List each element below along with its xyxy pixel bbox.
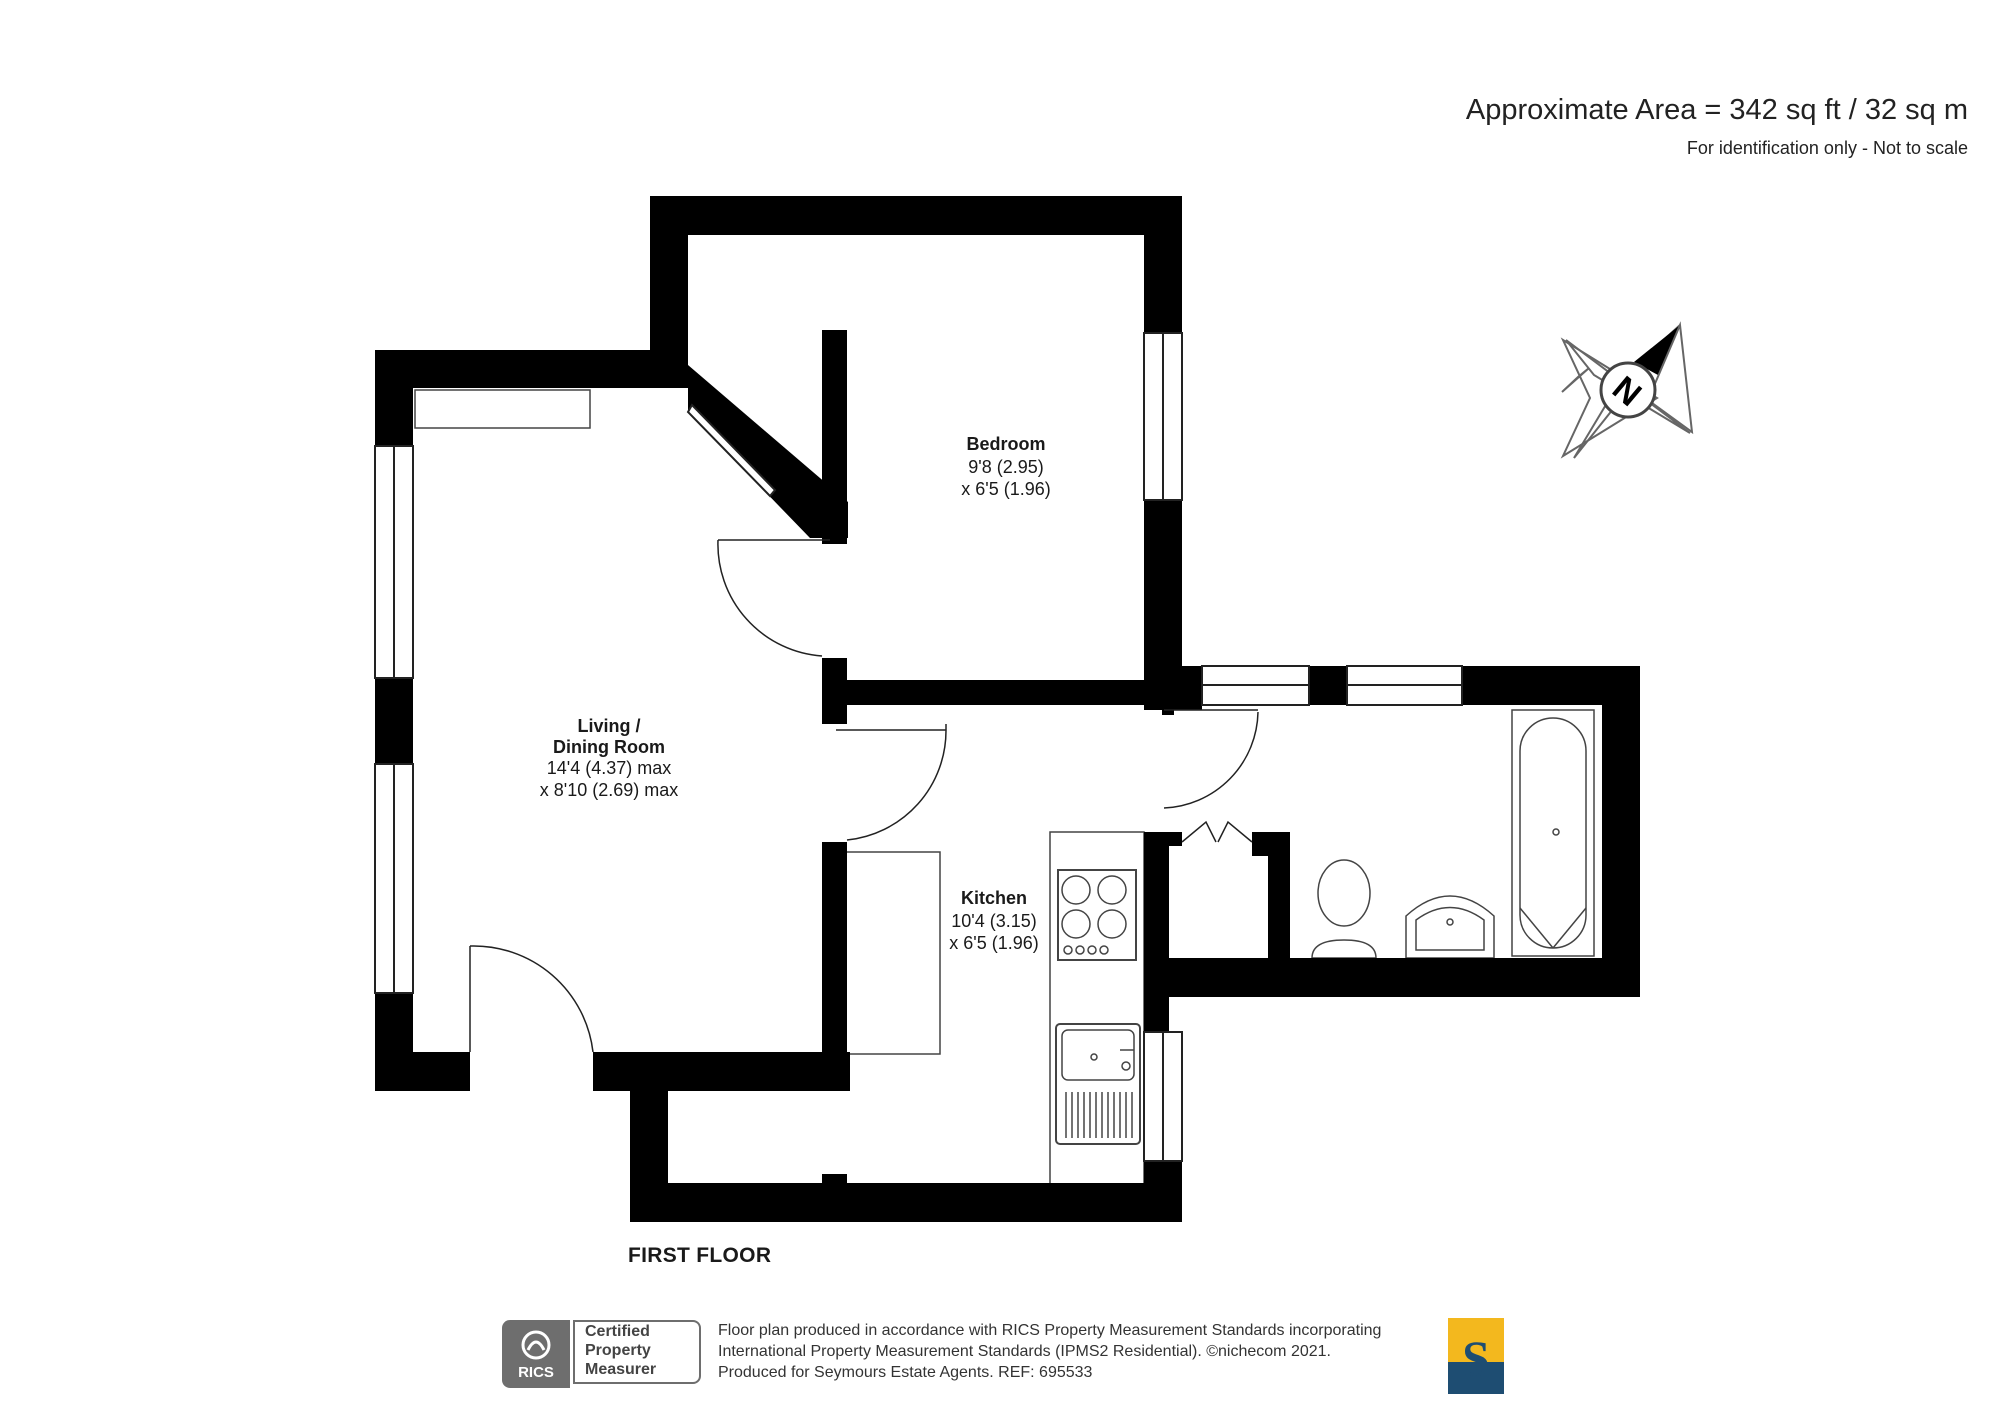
rics-badge: RICS [502, 1320, 570, 1388]
doors [469, 539, 1259, 1053]
floor-label: FIRST FLOOR [628, 1244, 772, 1267]
compass-icon: N [1560, 321, 1694, 459]
cert-line-2: Property [585, 1342, 651, 1359]
rics-word: RICS [518, 1364, 554, 1381]
bedroom-dim1: 9'8 (2.95) [968, 457, 1043, 477]
walls [375, 196, 1640, 1222]
bedroom-dim2: x 6'5 (1.96) [961, 479, 1050, 499]
footer-line-3: Produced for Seymours Estate Agents. REF… [718, 1364, 1093, 1381]
living-name-1: Living / [578, 716, 641, 736]
certified-measurer-box: Certified Property Measurer [573, 1320, 701, 1384]
cert-line-1: Certified [585, 1323, 650, 1340]
drainer [1065, 1092, 1133, 1138]
seymours-logo: S [1448, 1318, 1504, 1394]
living-dim2: x 8'10 (2.69) max [540, 780, 679, 800]
kitchen-name: Kitchen [961, 888, 1027, 908]
room-labels: Bedroom 9'8 (2.95) x 6'5 (1.96) Living /… [540, 434, 1051, 953]
living-name-2: Dining Room [553, 737, 665, 757]
living-dim1: 14'4 (4.37) max [547, 758, 672, 778]
bedroom-name: Bedroom [966, 434, 1045, 454]
rics-crest-icon [521, 1330, 551, 1360]
not-to-scale-note: For identification only - Not to scale [1686, 138, 1968, 158]
cert-line-3: Measurer [585, 1361, 657, 1378]
footer-line-2: International Property Measurement Stand… [718, 1343, 1331, 1360]
approximate-area: Approximate Area = 342 sq ft / 32 sq m [1465, 94, 1968, 126]
footer-notice: Floor plan produced in accordance with R… [718, 1320, 1381, 1383]
rics-certified-logo: RICS Certified Property Measurer [502, 1320, 705, 1388]
kitchen-dim1: 10'4 (3.15) [951, 911, 1037, 931]
brand-letter: S [1462, 1330, 1490, 1386]
footer-line-1: Floor plan produced in accordance with R… [718, 1322, 1382, 1339]
kitchen-dim2: x 6'5 (1.96) [949, 933, 1038, 953]
windows [374, 332, 1463, 1162]
